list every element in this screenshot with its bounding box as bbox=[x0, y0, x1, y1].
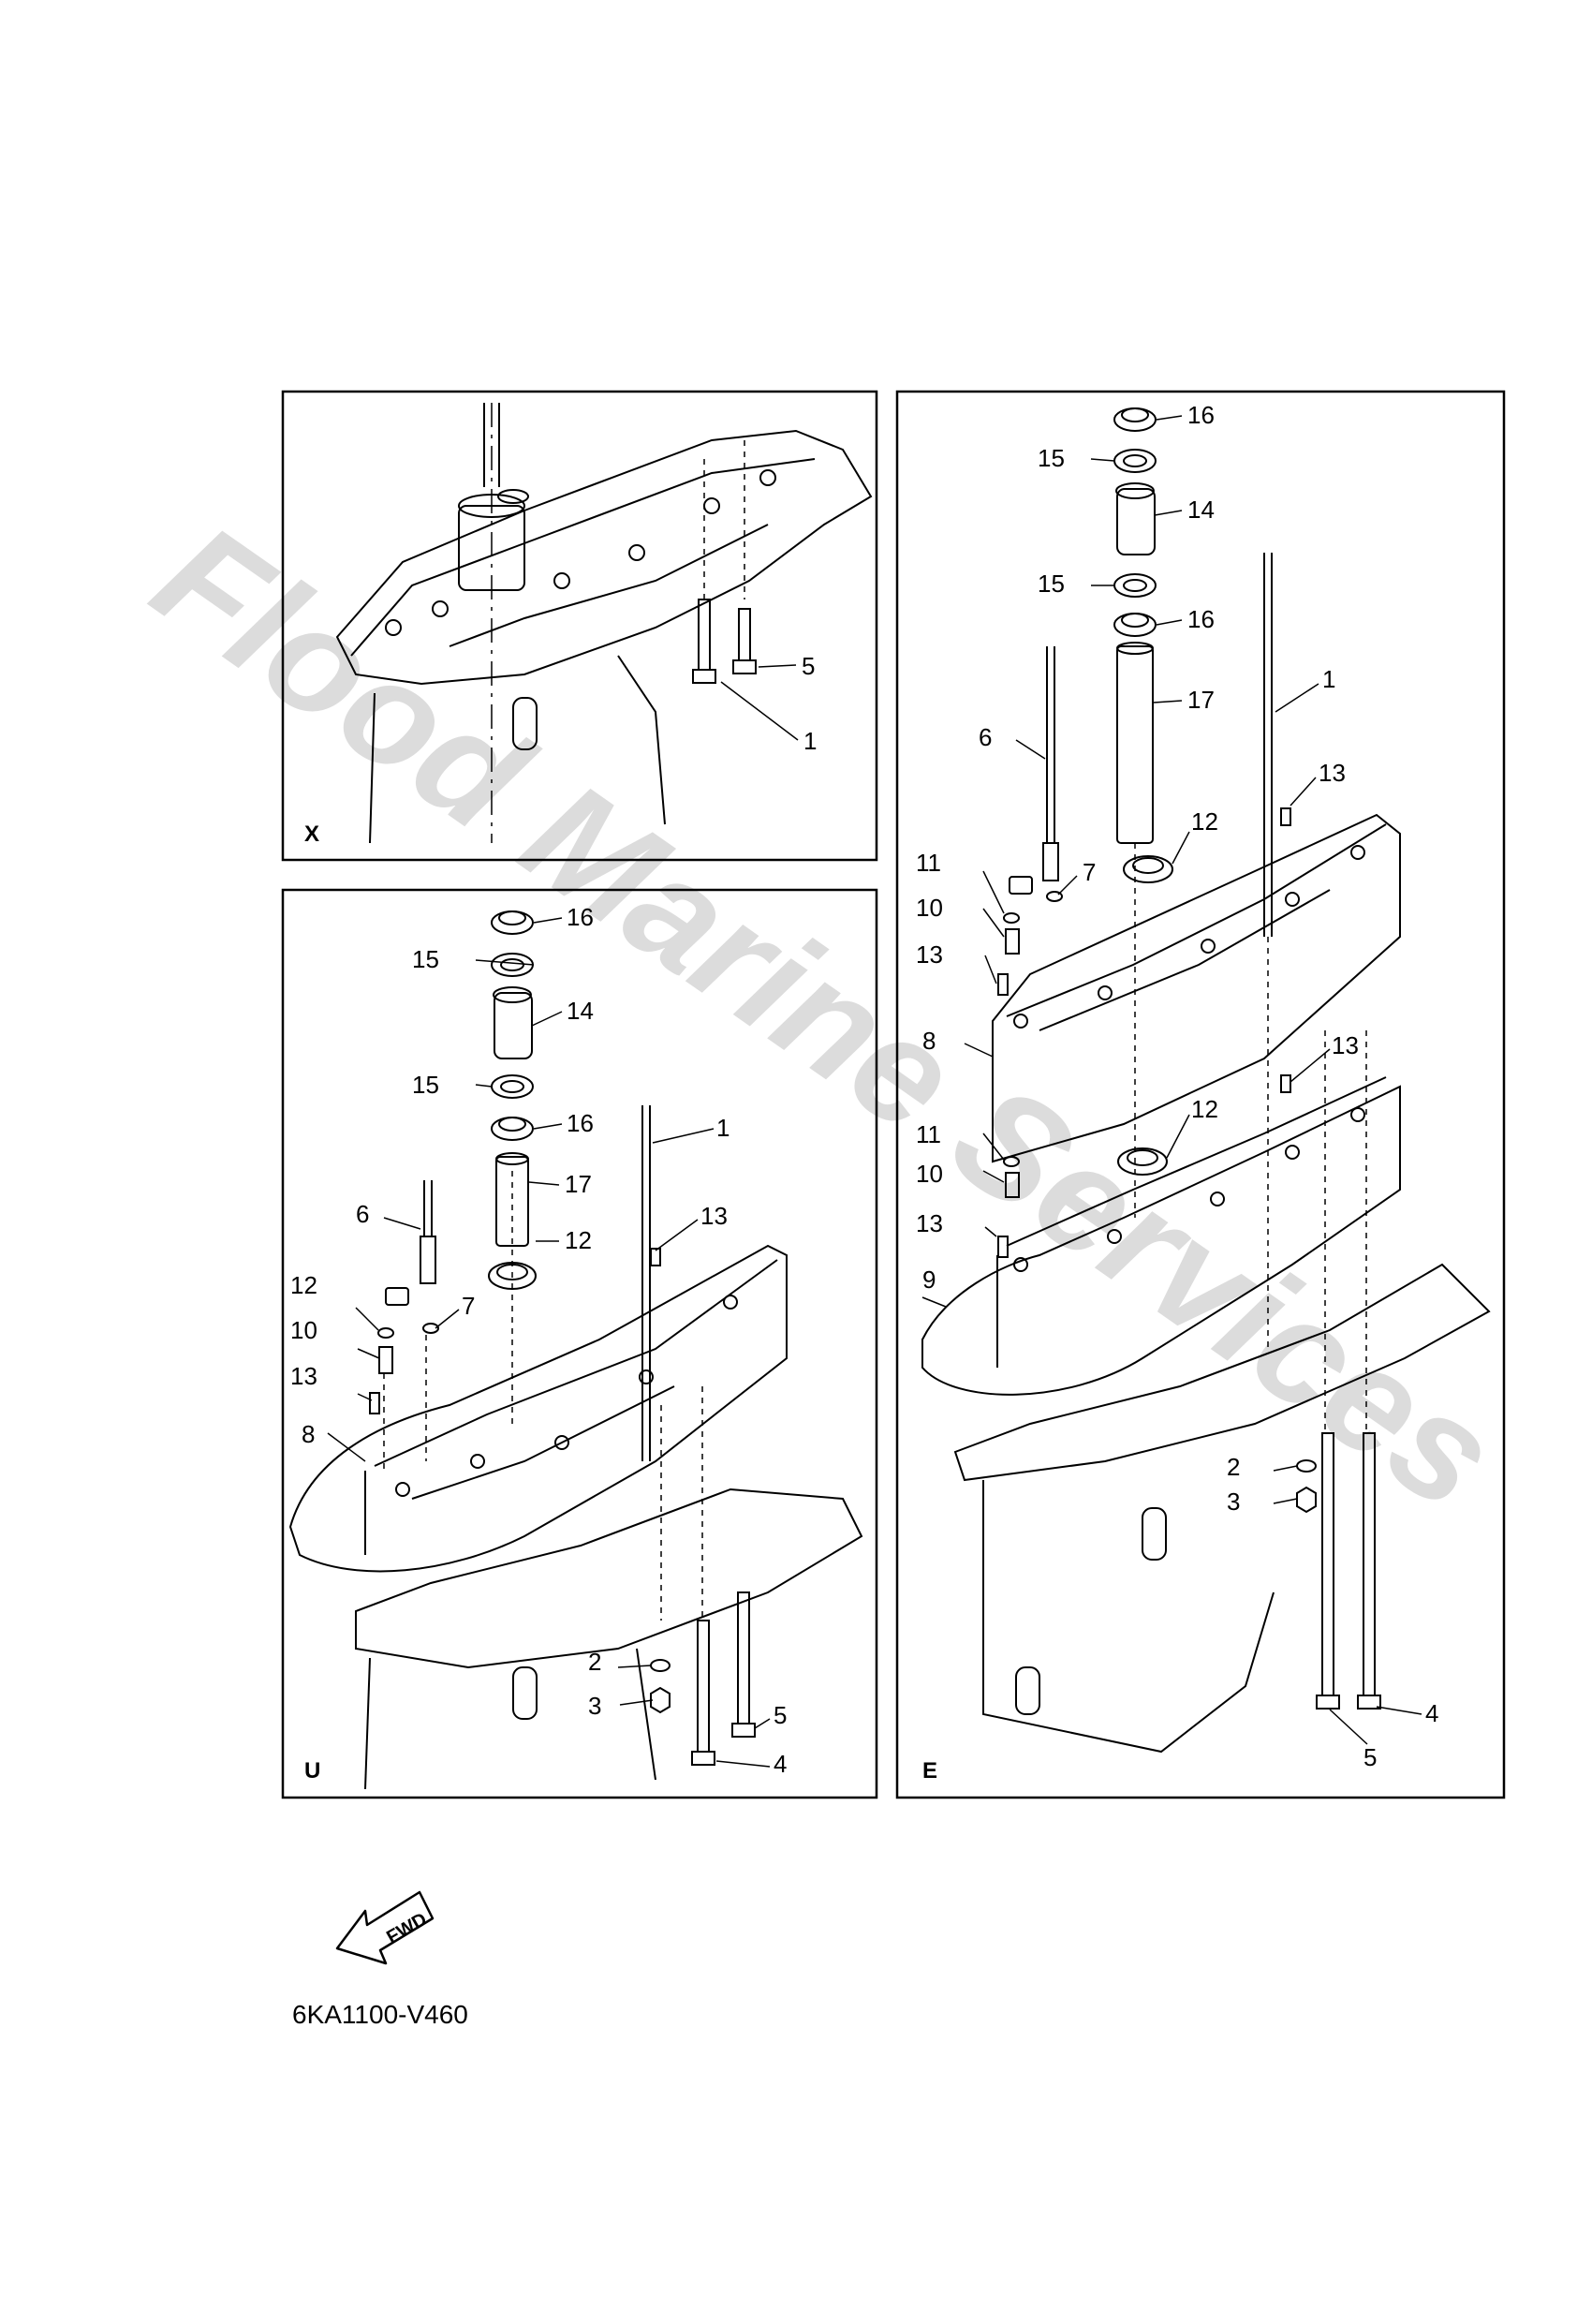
callout-u-14: 14 bbox=[567, 997, 594, 1025]
callout-e-15b: 15 bbox=[1038, 570, 1065, 598]
callout-leaders-u bbox=[327, 917, 771, 1768]
callout-e-16b: 16 bbox=[1187, 605, 1215, 633]
callout-u-7: 7 bbox=[462, 1292, 475, 1320]
callout-e-9: 9 bbox=[922, 1266, 936, 1294]
callout-e-10a: 10 bbox=[916, 894, 943, 922]
callout-e-16a: 16 bbox=[1187, 401, 1215, 429]
callout-e-13c: 13 bbox=[1332, 1031, 1359, 1059]
callout-e-2: 2 bbox=[1227, 1453, 1240, 1481]
panel-e-frame bbox=[895, 390, 1506, 1799]
panel-x: 5 1 X bbox=[281, 390, 878, 862]
callout-e-8: 8 bbox=[922, 1027, 936, 1055]
spacer-assembly-e-drawing bbox=[921, 407, 1491, 1754]
callout-u-1: 1 bbox=[716, 1114, 730, 1142]
callout-e-7: 7 bbox=[1083, 858, 1096, 886]
callout-e-15a: 15 bbox=[1038, 444, 1065, 472]
callout-e-1: 1 bbox=[1322, 665, 1335, 693]
callout-leaders-e bbox=[921, 415, 1422, 1745]
callout-u-5: 5 bbox=[774, 1701, 787, 1729]
callout-e-4: 4 bbox=[1425, 1699, 1438, 1727]
callout-x-1: 1 bbox=[803, 727, 817, 755]
spacer-assembly-u-drawing bbox=[288, 910, 863, 1790]
callout-u-15a: 15 bbox=[412, 945, 439, 973]
callout-e-12b: 12 bbox=[1191, 1095, 1218, 1123]
panel-u-frame bbox=[281, 888, 878, 1799]
callout-u-16a: 16 bbox=[567, 903, 594, 931]
callout-e-17: 17 bbox=[1187, 686, 1215, 714]
callout-u-13b: 13 bbox=[290, 1362, 317, 1390]
callout-u-10: 10 bbox=[290, 1316, 317, 1344]
panel-u-label: U bbox=[304, 1758, 320, 1784]
callout-u-12: 12 bbox=[565, 1226, 592, 1254]
panel-e: 16 15 14 15 16 17 1 6 13 12 11 7 10 13 8… bbox=[895, 390, 1506, 1799]
callout-u-16b: 16 bbox=[567, 1109, 594, 1137]
callout-x-5: 5 bbox=[802, 652, 815, 680]
gear-case-upper-drawing bbox=[335, 403, 873, 844]
callout-u-3: 3 bbox=[588, 1692, 601, 1720]
callout-e-5: 5 bbox=[1363, 1743, 1377, 1771]
watermark: Flood Marine Services bbox=[126, 491, 1525, 1541]
callout-leaders bbox=[720, 664, 799, 741]
callout-e-6: 6 bbox=[979, 723, 992, 751]
panel-u: 16 15 14 15 16 1 17 6 12 13 12 7 10 13 8… bbox=[281, 888, 878, 1799]
callout-u-4: 4 bbox=[774, 1750, 787, 1778]
panel-x-frame bbox=[281, 390, 878, 862]
callout-e-10b: 10 bbox=[916, 1160, 943, 1188]
callout-u-8: 8 bbox=[302, 1420, 315, 1448]
callout-e-13a: 13 bbox=[1319, 759, 1346, 787]
part-code: 6KA1100-V460 bbox=[292, 2000, 468, 2029]
callout-e-12a: 12 bbox=[1191, 807, 1218, 836]
callout-e-13b: 13 bbox=[916, 940, 943, 969]
callout-u-2: 2 bbox=[588, 1648, 601, 1676]
callout-u-15b: 15 bbox=[412, 1071, 439, 1099]
callout-u-17: 17 bbox=[565, 1170, 592, 1198]
fwd-arrow-icon: FWD bbox=[335, 1890, 435, 1965]
panel-x-label: X bbox=[304, 822, 319, 847]
callout-e-11a: 11 bbox=[916, 849, 941, 877]
callout-u-11: 12 bbox=[290, 1271, 317, 1299]
callout-e-13d: 13 bbox=[916, 1209, 943, 1237]
callout-u-13a: 13 bbox=[700, 1202, 728, 1230]
callout-e-3: 3 bbox=[1227, 1488, 1240, 1516]
panel-e-label: E bbox=[922, 1758, 937, 1784]
callout-u-6: 6 bbox=[356, 1200, 369, 1228]
callout-e-11b: 11 bbox=[916, 1120, 941, 1148]
callout-e-14: 14 bbox=[1187, 496, 1215, 524]
